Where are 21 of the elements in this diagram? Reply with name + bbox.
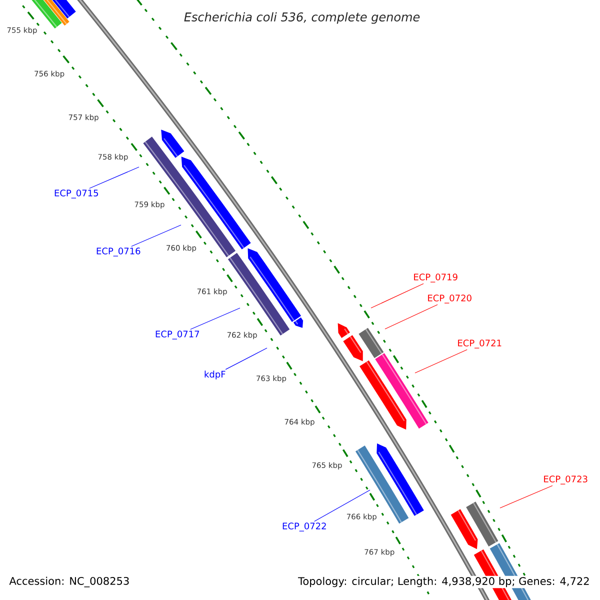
leader-line: [314, 490, 370, 522]
gene-label: ECP_0722: [282, 522, 326, 532]
leader-line: [370, 283, 424, 308]
gene-label: ECP_0723: [544, 476, 588, 484]
gene-label: kdpF: [204, 370, 226, 380]
leader-line: [384, 304, 438, 330]
leader-line: [190, 308, 240, 330]
leader-line: [225, 348, 268, 370]
leader-line: [89, 166, 140, 189]
leader-line: [500, 485, 553, 508]
gene-label: ECP_0721: [458, 340, 502, 348]
footer-text: Accession: NC_008253: [8, 576, 131, 588]
gene-label: ECP_0716: [96, 248, 140, 256]
leader-line: [131, 224, 182, 247]
gene-label: ECP_0717: [156, 330, 200, 340]
gene-label: ECP_0720: [428, 294, 472, 304]
gene-label: ECP_0719: [414, 274, 458, 282]
footer-text: Topology: circular; Length: 4,938,920 bp; Genes: 4,722: [297, 576, 591, 588]
gene-label: ECP_0715: [54, 190, 98, 198]
leader-line: [414, 349, 468, 374]
title: Escherichia coli 536, complete genome: [184, 12, 420, 24]
